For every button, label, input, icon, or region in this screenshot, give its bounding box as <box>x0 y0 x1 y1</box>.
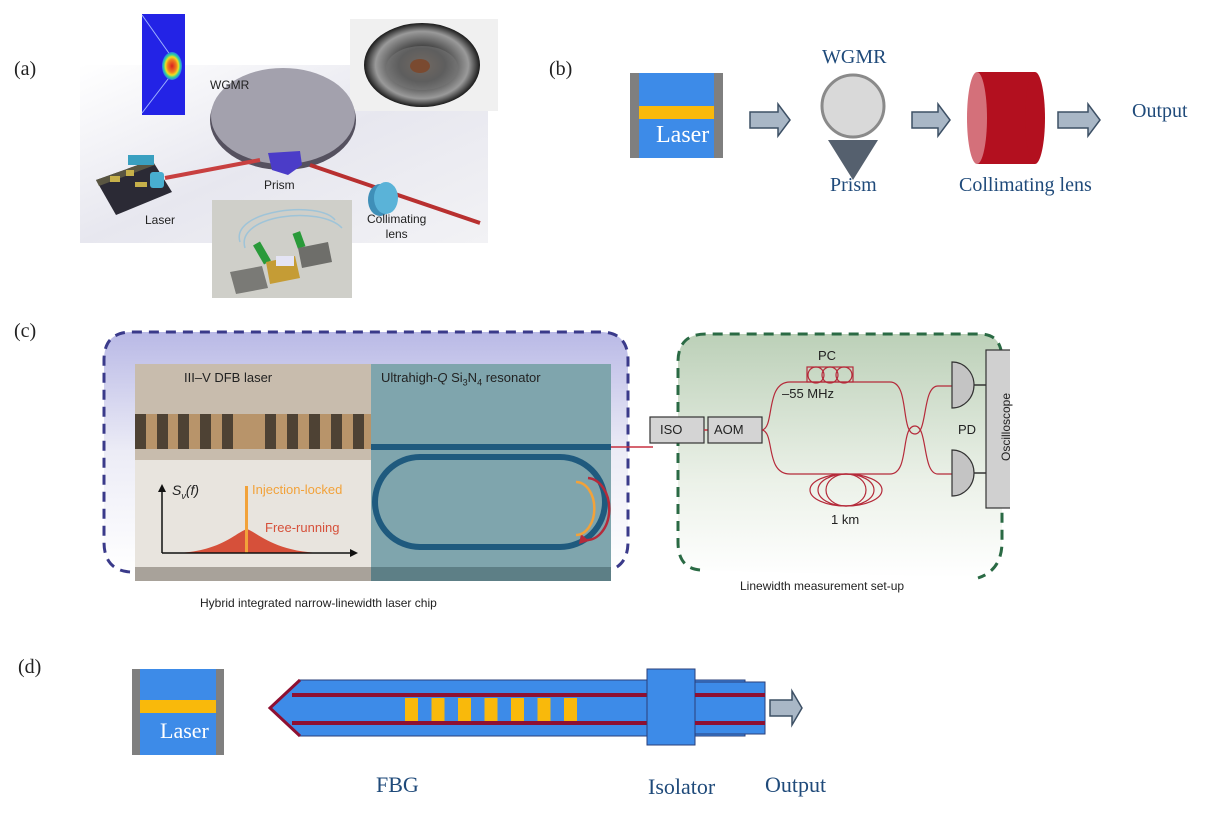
fbg-label: FBG <box>376 772 419 797</box>
injection-locked-line <box>245 486 248 553</box>
si3n4-resonator-block <box>371 364 611 581</box>
y-axis-arrow-icon <box>158 484 166 492</box>
wgmr-circle-b <box>820 73 886 139</box>
resonator-title-si: Si <box>447 370 463 385</box>
prism-label-b: Prism <box>830 174 877 196</box>
iso-box <box>649 416 705 444</box>
output-fiber-stub <box>694 681 766 735</box>
panel-b-label: (b) <box>549 58 573 80</box>
resonator-title-q: Q <box>437 370 448 385</box>
collimating-lens-label-a: Collimating lens <box>367 212 426 242</box>
prism-shape <box>268 151 302 175</box>
panel-d-diagram: Laser FBG Isolator Output <box>120 660 860 818</box>
bragg-gratings <box>405 698 577 721</box>
laser-module-photo <box>212 200 352 298</box>
resonator-photo-inset <box>350 19 498 111</box>
panel-a-svg <box>80 14 498 298</box>
laser-block-d <box>132 669 224 755</box>
free-running-label: Free-running <box>265 520 340 535</box>
panel-a-illustration: WGMR Prism Laser Collimating lens <box>80 10 500 300</box>
photodetector-bottom <box>951 449 975 497</box>
freq-shift-label: –55 MHz <box>782 386 835 401</box>
laser-chip <box>96 155 172 215</box>
axis-f: (f) <box>185 482 200 498</box>
aom-label: AOM <box>714 422 744 437</box>
grating-bar <box>458 698 471 721</box>
axis-nu: ν <box>181 490 186 501</box>
resonator-title: Ultrahigh-Q Si3N4 resonator <box>381 370 541 388</box>
setup-caption: Linewidth measurement set-up <box>740 579 905 593</box>
prism-label-a: Prism <box>264 178 295 192</box>
fiber-length-label: 1 km <box>831 512 860 527</box>
iso-label: ISO <box>660 422 683 437</box>
aom-box <box>707 416 763 444</box>
injection-locked-label: Injection-locked <box>252 482 343 497</box>
collimating-lens-cylinder-b <box>967 72 1045 164</box>
pd-label: PD <box>958 422 977 437</box>
arrow-icon <box>769 688 803 728</box>
arrow-icon <box>911 101 951 139</box>
grating-bar <box>484 698 498 721</box>
arrow-icon <box>749 101 791 139</box>
grating-bar <box>431 698 445 721</box>
panel-c-diagram: III–V DFB laser Ultrahigh-Q Si3N4 resona… <box>100 320 1027 610</box>
resonator-title-prefix: Ultrahigh- <box>381 370 438 385</box>
resonator-title-suffix: resonator <box>482 370 541 385</box>
laser-label-d: Laser <box>160 718 209 743</box>
wgmr-disk <box>210 68 356 170</box>
panel-c-label: (c) <box>14 320 37 342</box>
ring-resonator <box>372 454 608 550</box>
grating-bar <box>511 698 524 721</box>
resonator-title-sub4: 4 <box>477 377 483 388</box>
panel-c-svg <box>102 330 1027 581</box>
prism-triangle-b <box>828 140 878 180</box>
laser-label-a: Laser <box>145 213 176 227</box>
pc-label: PC <box>818 348 837 363</box>
laser-block-b <box>630 73 723 158</box>
free-running-spectrum <box>175 529 322 553</box>
isolator-block <box>646 668 696 746</box>
isolator-label: Isolator <box>648 774 716 799</box>
wgmr-label-a: WGMR <box>210 78 250 92</box>
panel-b-diagram: Laser WGMR Prism Collimating lens Output <box>620 46 1216 210</box>
grating-bar <box>537 698 551 721</box>
grating-bar <box>405 698 418 721</box>
collimating-lens-shape <box>368 182 398 216</box>
resonator-title-sub3: 3 <box>462 377 468 388</box>
grating-bar <box>564 698 577 721</box>
interferometer-fibers <box>761 366 952 507</box>
resonator-title-n: N <box>467 370 478 385</box>
chip-caption: Hybrid integrated narrow-linewidth laser… <box>200 596 437 610</box>
panel-b-svg <box>630 72 1101 180</box>
panel-a-label: (a) <box>14 58 37 80</box>
wgmr-label-b: WGMR <box>822 46 887 68</box>
oscilloscope-label: Oscilloscope <box>999 392 1013 462</box>
collimating-lens-label-line2: lens <box>385 227 408 241</box>
output-label-d: Output <box>765 772 827 797</box>
spectrum-axis-label: Sν(f) <box>172 482 199 501</box>
output-label-b: Output <box>1132 100 1188 122</box>
x-axis-arrow-icon <box>350 549 358 557</box>
collimating-lens-label-b: Collimating lens <box>959 174 1092 196</box>
spectrum-plot <box>158 484 358 557</box>
arrow-icon <box>1057 101 1101 139</box>
panel-d-label: (d) <box>18 656 42 678</box>
fbg-fiber <box>267 678 760 738</box>
panel-d-svg <box>132 668 803 755</box>
laser-label-b: Laser <box>656 122 710 148</box>
dfb-laser-title: III–V DFB laser <box>184 370 273 385</box>
photodetector-top <box>951 361 975 409</box>
input-beam <box>164 158 261 180</box>
collimating-lens-label-line1: Collimating <box>367 212 427 226</box>
circulation-arrow-red <box>584 476 611 542</box>
mode-simulation-inset <box>141 14 185 115</box>
axis-s: S <box>172 482 182 498</box>
setup-dashed-border <box>676 332 1004 580</box>
circulation-arrow-orange <box>575 480 596 537</box>
